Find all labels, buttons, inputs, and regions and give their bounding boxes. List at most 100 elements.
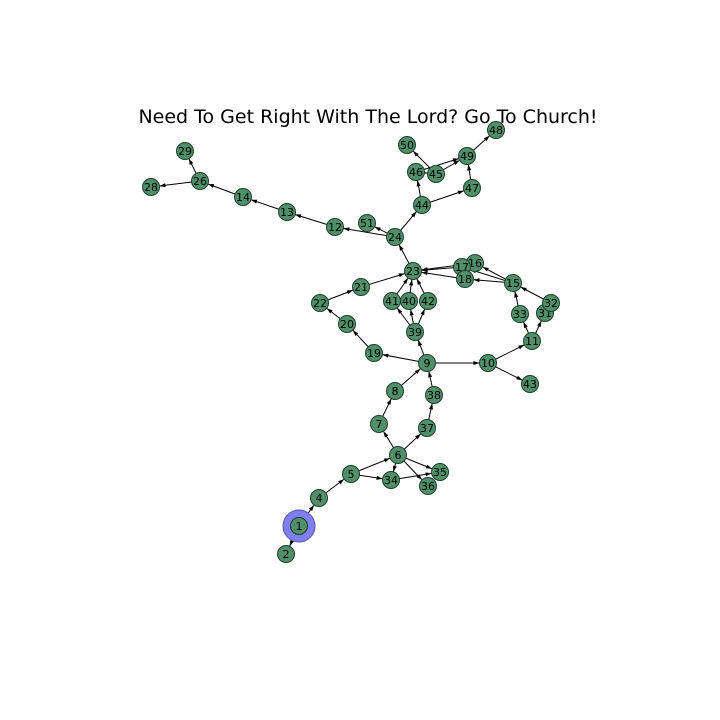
node-circle <box>418 419 436 437</box>
node-13: 13 <box>278 203 296 221</box>
node-circle <box>463 179 481 197</box>
arrowhead-33-15 <box>514 291 519 298</box>
node-circle <box>542 294 560 312</box>
arrowhead-8-9 <box>414 368 421 375</box>
node-circle <box>407 163 425 181</box>
node-label: 35 <box>433 466 447 479</box>
node-35: 35 <box>431 463 449 481</box>
node-label: 40 <box>402 295 416 308</box>
node-2: 2 <box>277 545 295 563</box>
arrowhead-14-26 <box>207 183 215 188</box>
node-40: 40 <box>400 292 418 310</box>
node-29: 29 <box>176 142 194 160</box>
arrowhead-19-20 <box>352 330 359 336</box>
arrowhead-12-13 <box>295 214 302 219</box>
node-label: 18 <box>458 273 472 286</box>
node-label: 45 <box>429 168 443 181</box>
node-34: 34 <box>382 471 400 489</box>
node-10: 10 <box>479 354 497 372</box>
arrowhead-5-34 <box>376 475 383 480</box>
arrowhead-37-38 <box>429 403 433 410</box>
graph-title: Need To Get Right With The Lord? Go To C… <box>138 106 597 128</box>
arrowhead-10-11 <box>518 344 525 350</box>
node-circle <box>342 465 360 483</box>
arrowhead-22-21 <box>346 290 354 295</box>
arrowhead-24-44 <box>411 211 417 218</box>
node-circle <box>176 142 194 160</box>
node-36: 36 <box>419 477 437 495</box>
node-label: 24 <box>388 231 402 244</box>
arrowhead-9-10 <box>473 361 480 365</box>
node-circle <box>413 196 431 214</box>
node-label: 39 <box>408 326 422 339</box>
arrowhead-23-24 <box>398 244 404 251</box>
arrowhead-39-42 <box>420 308 425 316</box>
arrowhead-32-15 <box>520 286 527 292</box>
node-circle <box>386 228 404 246</box>
node-circle <box>338 315 356 333</box>
arrowhead-9-39 <box>418 339 423 347</box>
node-37: 37 <box>418 419 436 437</box>
node-circle <box>290 517 308 535</box>
arrowhead-41-23 <box>403 277 409 285</box>
node-label: 14 <box>236 191 250 204</box>
arrowhead-42-23 <box>416 278 422 285</box>
arrowhead-24-51 <box>374 226 381 232</box>
node-circle <box>383 292 401 310</box>
node-label: 43 <box>523 378 537 391</box>
node-45: 45 <box>427 165 445 183</box>
node-circle <box>358 214 376 232</box>
node-4: 4 <box>310 489 328 507</box>
node-26: 26 <box>191 172 209 190</box>
node-label: 36 <box>421 480 435 493</box>
arrowhead-10-43 <box>516 375 523 381</box>
arrowhead-38-9 <box>428 371 433 378</box>
node-label: 29 <box>178 145 192 158</box>
arrowhead-46-49 <box>452 158 459 163</box>
node-20: 20 <box>338 315 356 333</box>
node-label: 4 <box>316 492 323 505</box>
arrowhead-18-23 <box>421 271 428 276</box>
node-label: 33 <box>513 308 527 321</box>
node-label: 9 <box>424 357 431 370</box>
node-label: 5 <box>348 468 355 481</box>
node-19: 19 <box>365 344 383 362</box>
node-circle <box>419 292 437 310</box>
node-circle <box>352 278 370 296</box>
node-circle <box>406 323 424 341</box>
node-circle <box>431 463 449 481</box>
node-49: 49 <box>458 147 476 165</box>
arrowhead-40-23 <box>409 279 414 286</box>
arrowhead-6-35 <box>425 464 433 469</box>
arrowhead-15-18 <box>473 278 480 283</box>
arrowhead-20-22 <box>326 308 333 314</box>
arrowhead-9-19 <box>382 353 389 358</box>
node-label: 42 <box>421 295 435 308</box>
arrowhead-15-16 <box>482 266 489 272</box>
node-21: 21 <box>352 278 370 296</box>
node-label: 10 <box>481 357 495 370</box>
node-label: 22 <box>313 297 327 310</box>
node-label: 51 <box>360 217 374 230</box>
node-label: 28 <box>144 181 158 194</box>
node-label: 7 <box>376 418 383 431</box>
node-circle <box>521 375 539 393</box>
node-label: 2 <box>283 548 290 561</box>
node-circle <box>326 218 344 236</box>
node-circle <box>311 294 329 312</box>
arrowhead-4-5 <box>338 479 345 485</box>
node-12: 12 <box>326 218 344 236</box>
node-label: 44 <box>415 199 429 212</box>
node-label: 6 <box>395 449 402 462</box>
node-circle <box>382 471 400 489</box>
arrowhead-44-46 <box>416 180 421 187</box>
node-label: 37 <box>420 422 434 435</box>
arrowhead-13-14 <box>251 199 258 204</box>
node-circle <box>365 344 383 362</box>
node-46: 46 <box>407 163 425 181</box>
node-circle <box>427 165 445 183</box>
node-11: 11 <box>523 332 541 350</box>
node-label: 26 <box>193 175 207 188</box>
node-circle <box>386 382 404 400</box>
arrowhead-21-23 <box>398 273 405 278</box>
